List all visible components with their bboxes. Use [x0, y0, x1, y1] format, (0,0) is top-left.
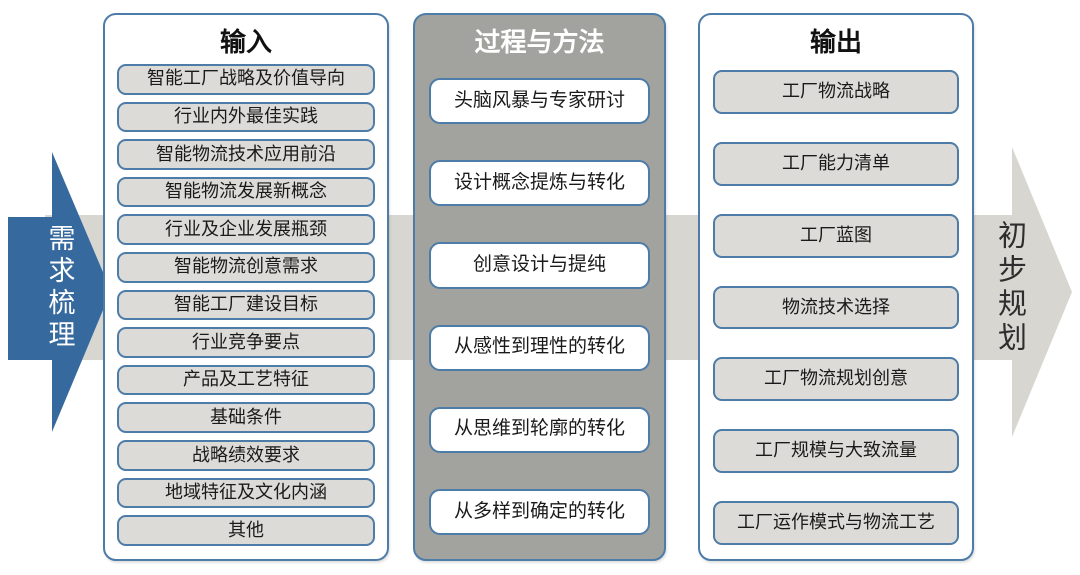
input-item: 产品及工艺特征 [117, 364, 375, 396]
process-item: 创意设计与提纯 [429, 242, 650, 289]
process-item-list: 头脑风暴与专家研讨 设计概念提炼与转化 创意设计与提纯 从感性到理性的转化 从思… [415, 62, 664, 559]
output-item: 工厂规模与大致流量 [713, 429, 959, 474]
output-item-list: 工厂物流战略 工厂能力清单 工厂蓝图 物流技术选择 工厂物流规划创意 工厂规模与… [700, 62, 972, 559]
process-panel-title: 过程与方法 [474, 27, 605, 57]
input-item: 行业内外最佳实践 [117, 101, 375, 133]
input-panel-title: 输入 [219, 27, 272, 57]
output-item: 工厂物流战略 [713, 70, 959, 114]
input-item: 行业竞争要点 [117, 327, 375, 358]
input-item: 地域特征及文化内涵 [117, 477, 375, 509]
input-item-list: 智能工厂战略及价值导向 行业内外最佳实践 智能物流技术应用前沿 智能物流发展新概… [105, 62, 387, 559]
input-item: 智能物流技术应用前沿 [117, 139, 375, 170]
process-item: 从多样到确定的转化 [429, 488, 650, 536]
output-panel-title: 输出 [809, 27, 862, 57]
process-panel: 过程与方法 头脑风暴与专家研讨 设计概念提炼与转化 创意设计与提纯 从感性到理性… [413, 13, 666, 561]
requirements-flow-label: 需求梳理 [44, 224, 75, 352]
input-item: 基础条件 [117, 402, 375, 434]
output-item: 工厂运作模式与物流工艺 [713, 501, 959, 546]
input-item: 智能工厂建设目标 [117, 289, 375, 321]
input-item: 行业及企业发展瓶颈 [117, 214, 375, 246]
input-item: 智能物流创意需求 [117, 252, 375, 283]
output-panel: 输出 工厂物流战略 工厂能力清单 工厂蓝图 物流技术选择 工厂物流规划创意 工厂… [698, 13, 974, 561]
process-item: 设计概念提炼与转化 [429, 160, 650, 207]
input-panel: 输入 智能工厂战略及价值导向 行业内外最佳实践 智能物流技术应用前沿 智能物流发… [103, 13, 389, 561]
input-item: 战略绩效要求 [117, 440, 375, 471]
input-item: 智能物流发展新概念 [117, 176, 375, 208]
process-item: 头脑风暴与专家研讨 [429, 78, 650, 125]
input-item: 其他 [117, 515, 375, 546]
preliminary-planning-flow-label: 初步规划 [993, 220, 1026, 356]
requirements-arrow-icon [8, 152, 111, 432]
output-item: 工厂能力清单 [713, 141, 959, 186]
preliminary-planning-arrow-icon [975, 147, 1072, 437]
output-item: 工厂蓝图 [713, 213, 959, 258]
output-item: 工厂物流规划创意 [713, 357, 959, 402]
process-item: 从感性到理性的转化 [429, 324, 650, 371]
input-item: 智能工厂战略及价值导向 [117, 64, 375, 95]
output-item: 物流技术选择 [713, 285, 959, 330]
process-item: 从思维到轮廓的转化 [429, 406, 650, 453]
